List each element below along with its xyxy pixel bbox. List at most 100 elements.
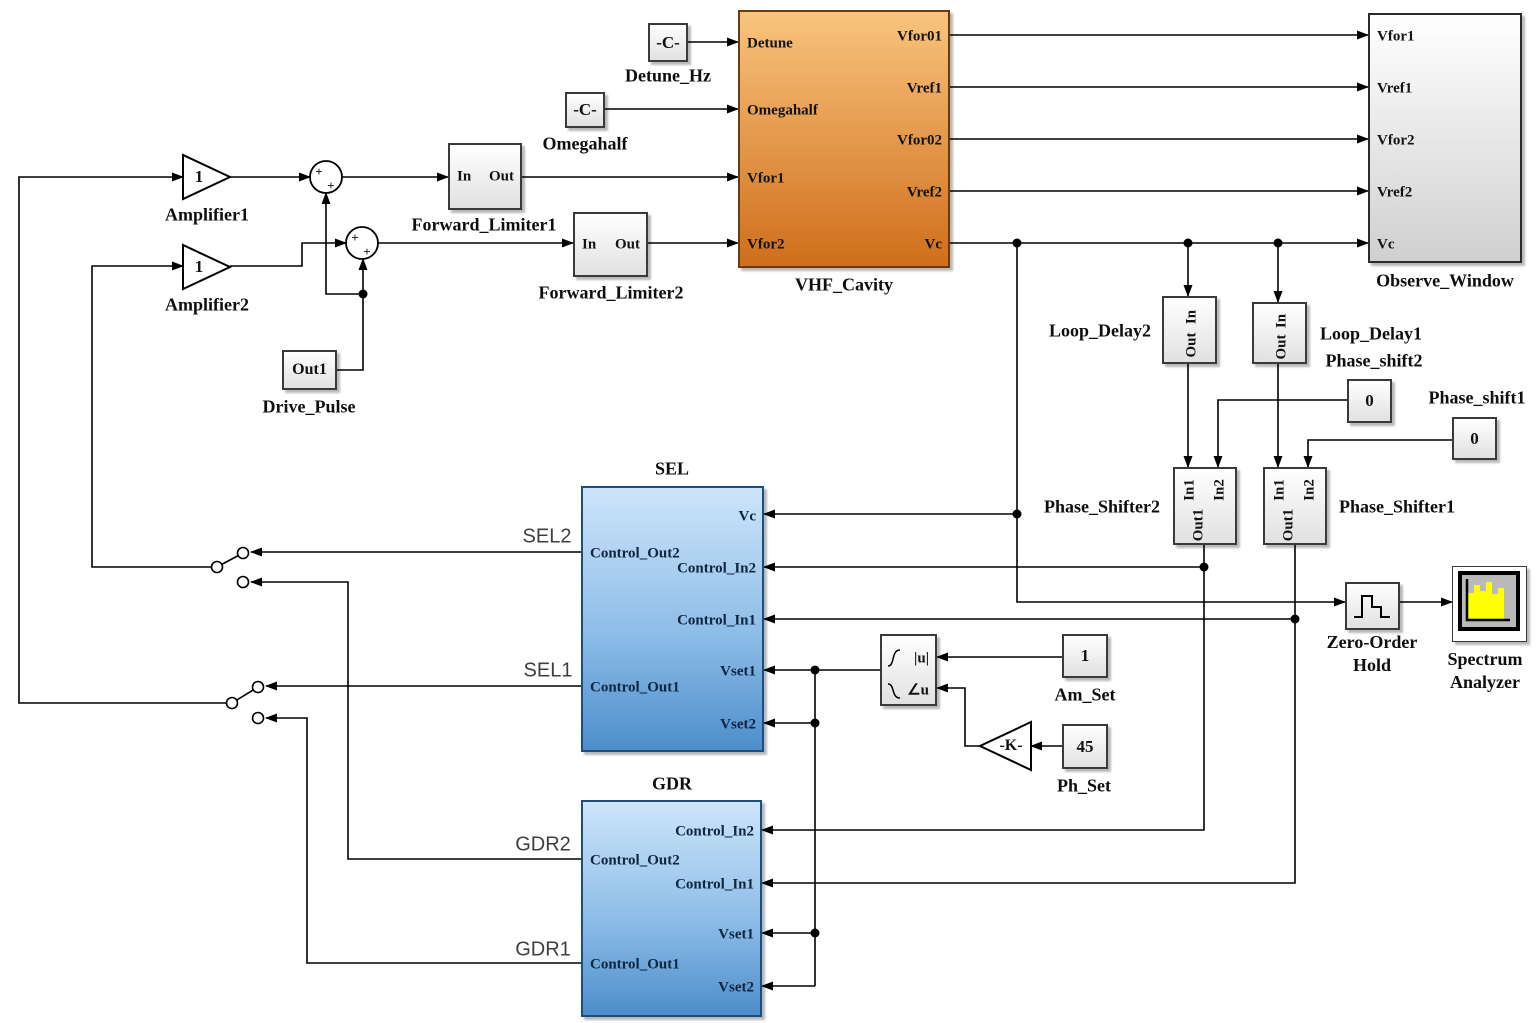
am-set-constant-block[interactable]: 1 [1062,634,1108,678]
obs-port-vref1: Vref1 [1377,80,1413,97]
amplifier2-triangle[interactable] [182,243,233,291]
zero-order-hold-block[interactable] [1345,582,1400,630]
gdr-port-control-out2: Control_Out2 [590,852,680,869]
amplifier1-value: 1 [194,167,204,186]
am-set-value: 1 [1080,646,1090,665]
observe-window-block[interactable]: Vfor1 Vref1 Vfor2 Vref2 Vc [1368,13,1522,263]
wire-feedback-to-amplifier1[interactable] [18,172,232,704]
vhf-port-vc: Vc [924,236,943,253]
sum2-plus-left: + [351,230,359,245]
gain-k-triangle[interactable] [977,720,1032,772]
drive-pulse-port: Out1 [292,361,327,378]
ps1-in1-port: In1 [1271,479,1288,501]
limiter2-out-port: Out [614,236,640,252]
wire-amplifier2-to-sum2[interactable] [230,238,347,267]
sum1-block[interactable] [309,160,343,194]
spectrum-analyzer-label: Spectrum Analyzer [1447,649,1523,692]
angle-input-label: ∠u [907,682,929,699]
manual-switch-2[interactable] [210,546,250,589]
mag-input-label: |u| [914,650,929,667]
phase-shifter1-block[interactable]: In1 In2 Out1 [1263,467,1327,545]
phase-shifter2-block[interactable]: In1 In2 Out1 [1173,467,1237,545]
obs-port-vfor2: Vfor2 [1377,132,1415,149]
limiter1-out-port: Out [488,168,514,184]
forward-limiter2-label: Forward_Limiter2 [538,282,684,303]
detune-constant-block[interactable]: -C- [648,23,688,62]
obs-port-vc: Vc [1377,236,1395,253]
wire-gain-to-angle[interactable] [936,683,980,747]
ps1-out1-port: Out1 [1280,508,1297,542]
vhf-port-vfor02: Vfor02 [897,132,942,149]
loop-delay1-out-port: Out [1273,334,1290,360]
amplifier1-triangle[interactable] [182,153,233,201]
detune-hz-label: Detune_Hz [625,65,711,86]
phase-shift2-label: Phase_shift2 [1325,350,1423,371]
ph-set-value: 45 [1076,736,1094,756]
wire-ps2-to-gdr-in2[interactable] [761,545,1205,835]
forward-limiter1-block[interactable]: In Out [448,143,522,210]
gdr-label: GDR [652,773,692,794]
ps2-in1-port: In1 [1181,479,1198,501]
vhf-port-vfor2: Vfor2 [747,236,785,253]
manual-switch-1[interactable] [225,680,265,725]
loop-delay1-label: Loop_Delay1 [1319,323,1423,344]
gdr-port-vset2: Vset2 [718,979,754,996]
limiter2-in-port: In [582,236,597,252]
vhf-cavity-block[interactable]: Detune Omegahalf Vfor1 Vfor2 Vfor01 Vref… [738,10,950,268]
detune-constant-value: -C- [656,32,680,52]
gdr-controller-block[interactable]: Control_In2 Control_In1 Vset1 Vset2 Cont… [581,800,762,1017]
loop-delay2-block[interactable]: In Out [1162,296,1217,364]
wire-drivepulse-to-sum2[interactable] [337,258,368,371]
limiter1-in-port: In [457,168,472,184]
wire-gdr-out2[interactable] [250,577,581,860]
spectrum-icon [1458,571,1520,631]
ps2-in2-port: In2 [1211,479,1228,501]
omegahalf-constant-value: -C- [573,100,597,119]
forward-limiter2-block[interactable]: In Out [573,212,648,277]
vhf-port-omegahalf: Omegahalf [747,102,818,119]
sum1-plus-left: + [315,164,323,179]
phase-shift2-constant-block[interactable]: 0 [1347,379,1392,423]
omegahalf-label: Omegahalf [542,133,628,154]
loop-delay2-in-port: In [1183,309,1200,325]
loop-delay1-in-port: In [1273,313,1290,329]
obs-port-vref2: Vref2 [1377,184,1413,201]
observe-window-label: Observe_Window [1376,270,1514,291]
phase-shift2-value: 0 [1365,391,1374,410]
am-set-label: Am_Set [1054,684,1116,705]
amplifier2-value: 1 [194,257,204,276]
omegahalf-constant-block[interactable]: -C- [565,92,605,128]
amplifier1-label: Amplifier1 [165,204,249,225]
vhf-port-detune: Detune [747,35,793,52]
ph-set-label: Ph_Set [1057,775,1111,796]
spectrum-analyzer-block[interactable] [1452,566,1527,642]
ph-set-constant-block[interactable]: 45 [1062,724,1108,769]
wire-gdr-out1[interactable] [265,713,581,964]
mag-angle-to-complex-block[interactable]: |u| ∠u [880,634,937,706]
ps2-out1-port: Out1 [1190,508,1207,542]
junction-dots [358,238,1300,938]
wire-vc-to-zoh[interactable] [1016,243,1346,607]
signal-label-sel2: SEL2 [522,525,572,548]
phase-shift1-constant-block[interactable]: 0 [1452,417,1497,460]
wire-phaseshift1-const[interactable] [1303,439,1452,468]
phase-shifter2-label: Phase_Shifter2 [1044,496,1160,517]
drive-pulse-block[interactable]: Out1 [282,350,337,390]
gdr-port-vset1: Vset1 [718,926,754,943]
sel-port-control-out1: Control_Out1 [590,679,680,696]
forward-limiter1-label: Forward_Limiter1 [411,214,557,235]
sum1-plus-bottom: + [327,178,335,193]
sum2-block[interactable] [345,226,379,260]
phase-shift1-label: Phase_shift1 [1428,387,1526,408]
gain-k-value: -K- [999,737,1023,754]
wire-drivepulse-to-sum1[interactable] [321,192,363,295]
loop-delay1-block[interactable]: In Out [1252,302,1307,364]
wire-feedback-to-amplifier2[interactable] [91,261,217,568]
sel-port-control-in2: Control_In2 [677,560,756,577]
signal-label-sel1: SEL1 [523,659,573,682]
sel-label: SEL [654,458,690,479]
wire-phaseshift2-const[interactable] [1213,399,1347,468]
signal-label-gdr2: GDR2 [515,833,571,856]
wire-ps1-to-gdr-in1[interactable] [761,545,1296,888]
sel-controller-block[interactable]: Vc Control_In2 Control_In1 Vset1 Vset2 C… [581,486,764,752]
